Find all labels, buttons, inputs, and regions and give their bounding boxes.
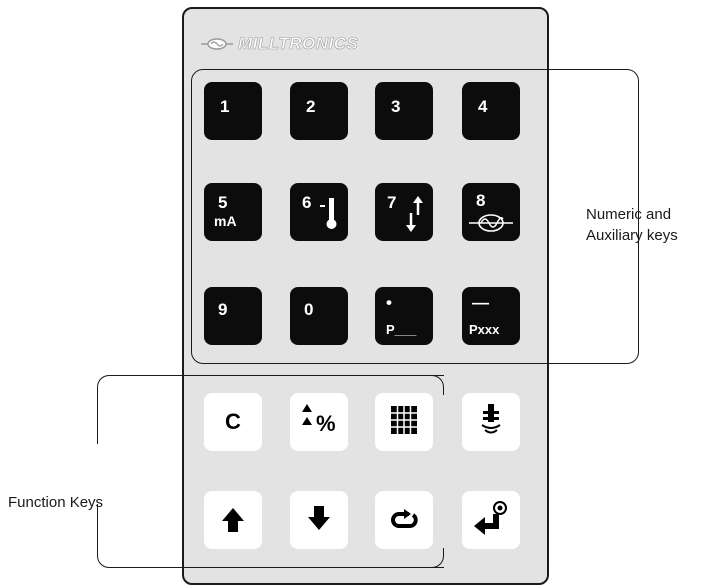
key-6-temperature[interactable]: 6: [290, 183, 348, 241]
key-0[interactable]: 0: [290, 287, 348, 345]
transducer-icon: [481, 404, 501, 434]
key-0-label: 0: [304, 300, 314, 319]
enter-arrow-icon: [474, 501, 507, 535]
up-arrow-icon: [222, 508, 244, 532]
key-1[interactable]: 1: [204, 82, 262, 140]
key-1-label: 1: [220, 97, 230, 116]
enter-key[interactable]: [462, 491, 520, 549]
scroll-down-key[interactable]: [290, 491, 348, 549]
transducer-key[interactable]: [462, 393, 520, 451]
display-toggle-arrows-icon: [302, 404, 312, 425]
numeric-keys-bracket: [191, 69, 639, 364]
key-decimal-label: •: [386, 293, 392, 312]
grid-keypad-icon: [391, 406, 417, 434]
function-keys-callout: Function Keys: [8, 494, 104, 511]
cycle-key[interactable]: [375, 491, 433, 549]
percent-key[interactable]: %: [290, 393, 348, 451]
up-down-arrows-icon: [406, 196, 423, 232]
key-8-echo[interactable]: 8: [462, 183, 520, 241]
key-2[interactable]: 2: [290, 82, 348, 140]
key-7-level-change[interactable]: 7: [375, 183, 433, 241]
percent-key-label: %: [316, 411, 336, 436]
key-minus-label: —: [472, 293, 489, 312]
echo-wave-icon: [469, 214, 513, 232]
key-2-label: 2: [306, 97, 316, 116]
key-5-label: 5: [218, 193, 228, 212]
loop-arrow-icon: [391, 509, 418, 529]
function-keys-bracket-gap: [90, 444, 104, 504]
key-8-label: 8: [476, 191, 486, 210]
key-decimal-sublabel: P___: [386, 322, 417, 337]
function-keys-bracket-top-right: [380, 375, 444, 395]
key-4-label: 4: [478, 97, 488, 116]
key-5-ma[interactable]: 5 mA: [204, 183, 262, 241]
key-7-label: 7: [387, 193, 397, 212]
function-keys-bracket-bottom-right: [380, 548, 444, 568]
down-arrow-icon: [308, 506, 330, 530]
key-9-label: 9: [218, 300, 228, 319]
milltronics-logo-icon: [201, 38, 233, 50]
clear-key[interactable]: C: [204, 393, 262, 451]
key-3[interactable]: 3: [375, 82, 433, 140]
parameter-display-key[interactable]: [375, 393, 433, 451]
brand-name: MILLTRONICS: [238, 34, 359, 54]
key-9[interactable]: 9: [204, 287, 262, 345]
key-minus-parameter[interactable]: — Pxxx: [462, 287, 520, 345]
key-5-sublabel: mA: [214, 213, 237, 229]
numeric-keys-callout-line1: Numeric and: [586, 206, 672, 223]
clear-key-label: C: [225, 409, 241, 434]
key-6-label: 6: [302, 193, 312, 212]
numeric-keys-callout: Numeric and Auxiliary keys: [586, 204, 678, 246]
key-3-label: 3: [391, 97, 401, 116]
key-minus-sublabel: Pxxx: [469, 322, 500, 337]
scroll-up-key[interactable]: [204, 491, 262, 549]
key-4[interactable]: 4: [462, 82, 520, 140]
brand-logo: MILLTRONICS: [200, 34, 358, 54]
thermometer-icon: [320, 198, 337, 229]
key-decimal-parameter[interactable]: • P___: [375, 287, 433, 345]
numeric-keys-callout-line2: Auxiliary keys: [586, 227, 678, 244]
